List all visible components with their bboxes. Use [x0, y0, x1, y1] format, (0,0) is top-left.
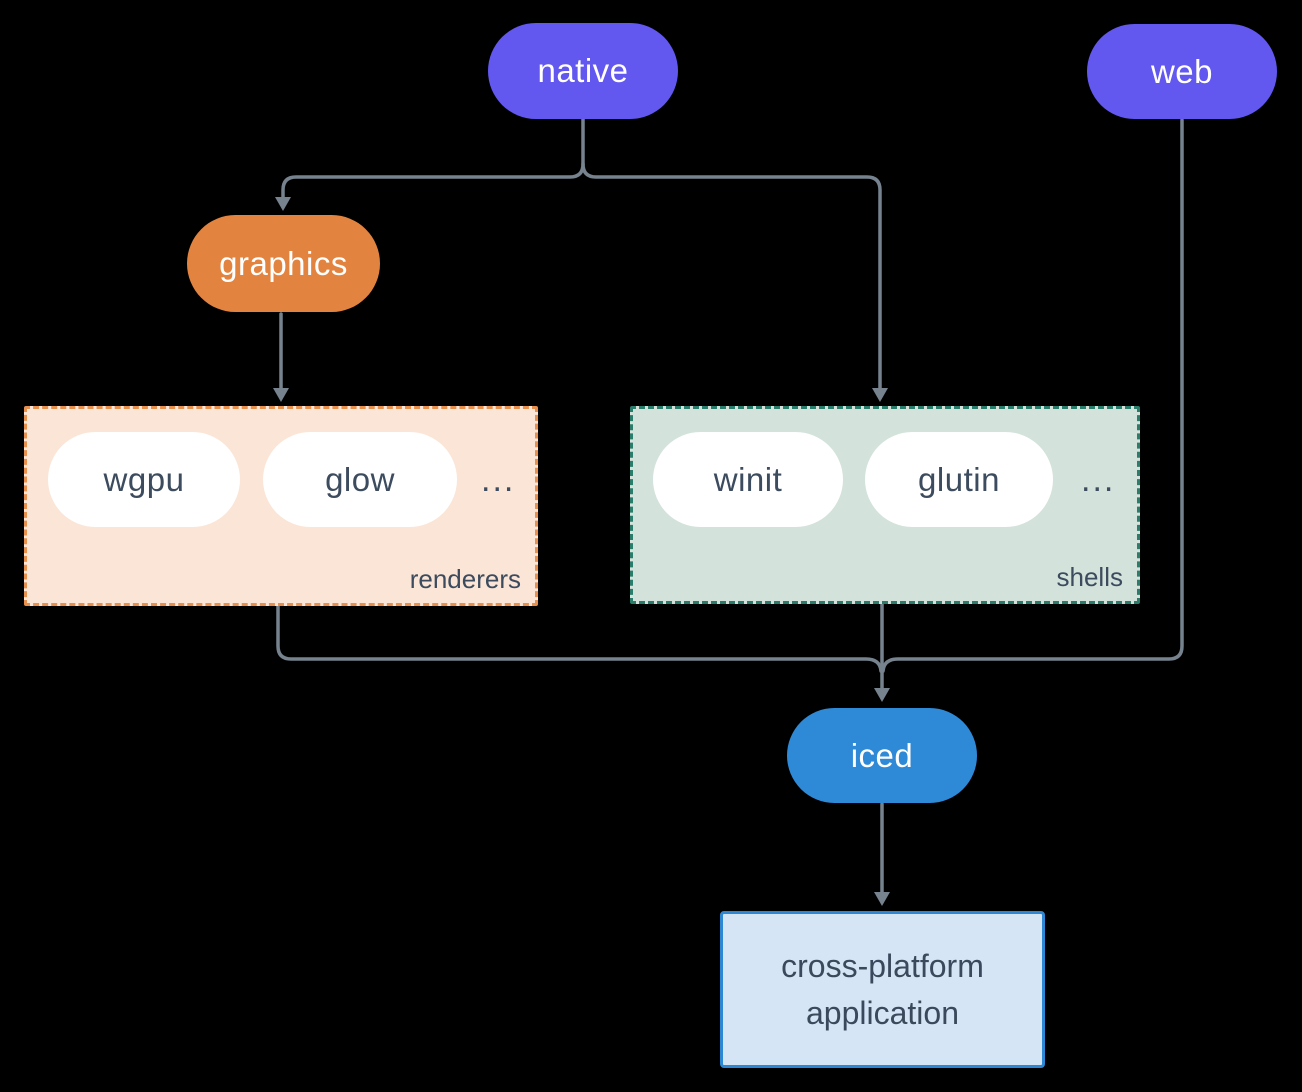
group-shells-label: shells	[1056, 562, 1123, 592]
arrowhead-native-graphics	[275, 197, 291, 211]
group-shells: winit glutin ... shells	[630, 406, 1140, 604]
node-application-line2: application	[806, 994, 959, 1031]
edge-native-shells	[581, 162, 882, 391]
node-glutin: glutin	[865, 432, 1053, 527]
node-native-label: native	[537, 52, 629, 89]
arrowhead-native-shells	[872, 388, 888, 402]
node-glow: glow	[263, 432, 457, 527]
node-winit-label: winit	[713, 460, 783, 498]
arrowhead-into-application	[874, 892, 890, 906]
node-application-line1: cross-platform	[781, 948, 984, 985]
node-wgpu: wgpu	[48, 432, 240, 527]
shells-ellipsis: ...	[1081, 461, 1116, 499]
node-wgpu-label: wgpu	[103, 460, 185, 498]
node-graphics: graphics	[187, 215, 380, 312]
group-renderers: wgpu glow ... renderers	[24, 406, 538, 606]
node-graphics-label: graphics	[219, 244, 348, 282]
node-application: cross-platform application	[720, 911, 1045, 1068]
group-renderers-label: renderers	[409, 564, 521, 594]
node-glutin-label: glutin	[918, 460, 1000, 498]
arrowhead-into-iced	[874, 688, 890, 702]
edge-native-graphics	[281, 117, 585, 200]
arrowhead-graphics-renderers	[273, 388, 289, 402]
node-native: native	[488, 23, 678, 119]
node-winit: winit	[653, 432, 843, 527]
edge-renderers-iced	[276, 599, 883, 673]
renderers-ellipsis: ...	[481, 461, 516, 499]
node-web: web	[1087, 24, 1277, 119]
node-web-label: web	[1150, 52, 1214, 90]
node-glow-label: glow	[325, 460, 395, 498]
node-iced: iced	[787, 708, 977, 803]
node-iced-label: iced	[850, 736, 914, 774]
